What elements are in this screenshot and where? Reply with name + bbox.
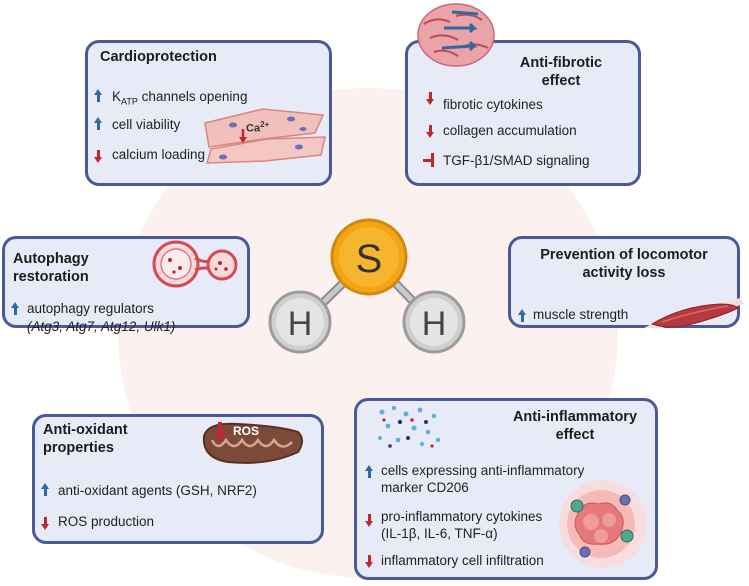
anti-inflammatory-title: Anti-inflammatory effect [510, 408, 640, 444]
hydrogen-label-right: H [422, 305, 447, 343]
up-arrow-icon [41, 483, 49, 496]
inflammatory-infiltration-item: inflammatory cell infiltration [381, 553, 544, 568]
up-arrow-icon [518, 309, 526, 322]
autophagy-title: Autophagy restoration [13, 250, 89, 286]
up-arrow-icon [365, 465, 373, 478]
mitochondrion-icon [202, 422, 303, 464]
locomotor-title: Prevention of locomotor activity loss [510, 246, 738, 282]
katp-channels-item: KATP channels opening [112, 88, 247, 111]
cytokines-line2: (IL-1β, IL-6, TNF-α) [381, 526, 498, 541]
calcium-text: Ca [246, 122, 261, 135]
muscle-strength-item: muscle strength [533, 307, 629, 322]
cytokines-dots-icon [378, 405, 441, 448]
fibrotic-cytokines-item: fibrotic cytokines [443, 97, 543, 112]
hydrogen-label-left: H [288, 305, 313, 343]
katp-rest: channels opening [137, 89, 248, 104]
cardioprotection-title: Cardioprotection [100, 49, 217, 65]
anti-inflammatory-title-line2: effect [555, 427, 595, 443]
autophagy-panel [2, 236, 250, 328]
cd206-line1: cells expressing anti-inflammatory [381, 463, 585, 478]
inhibition-icon [423, 153, 435, 167]
cd206-line2: marker CD206 [381, 480, 469, 495]
autophagy-title-line1: Autophagy [13, 251, 89, 267]
katp-k: K [112, 89, 122, 104]
ros-production-item: ROS production [58, 514, 155, 529]
anti-fibrotic-title: Anti-fibrotic effect [516, 54, 606, 90]
inflammatory-cells-icon [559, 480, 647, 568]
calcium-label: Ca2+ [246, 120, 269, 135]
locomotor-title-line1: Prevention of locomotor [540, 247, 708, 263]
muscle-icon [644, 298, 744, 328]
pro-inflammatory-cytokines-item: pro-inflammatory cytokines (IL-1β, IL-6,… [381, 508, 542, 542]
down-arrow-icon [365, 555, 373, 568]
sulfur-label: S [356, 237, 383, 281]
down-arrow-icon [365, 514, 373, 527]
tgf-signaling-item: TGF-β1/SMAD signaling [443, 153, 590, 168]
down-arrow-icon [94, 150, 102, 163]
autophagy-regulators-item: autophagy regulators [27, 301, 154, 316]
katp-sub: ATP [121, 96, 138, 107]
anti-fibrotic-title-line1: Anti-fibrotic [519, 55, 603, 71]
down-arrow-icon [426, 92, 434, 105]
anti-oxidant-title-line1: Anti-oxidant [43, 422, 128, 438]
collagen-accumulation-item: collagen accumulation [443, 123, 577, 138]
anti-oxidant-title-line2: properties [43, 440, 114, 456]
up-arrow-icon [94, 117, 102, 130]
cell-viability-item: cell viability [112, 117, 181, 132]
cytokines-line1: pro-inflammatory cytokines [381, 509, 543, 524]
cardiomyocyte-icon [204, 108, 326, 164]
anti-inflammatory-title-line1: Anti-inflammatory [512, 409, 638, 425]
h2s-molecule: S H H [268, 218, 466, 354]
anti-fibrotic-title-line2: effect [541, 73, 581, 89]
up-arrow-icon [94, 89, 102, 102]
down-arrow-icon [426, 125, 434, 138]
down-arrow-icon [41, 517, 49, 530]
calcium-charge: 2+ [260, 120, 270, 129]
anti-oxidant-title: Anti-oxidant properties [43, 421, 128, 457]
up-arrow-icon [11, 302, 19, 315]
cd206-cells-item: cells expressing anti-inflammatory marke… [381, 462, 584, 496]
autophagy-genes-item: (Atg3, Atg7, Atg12, Ulk1) [27, 319, 176, 334]
fibrotic-tissue-icon [417, 3, 495, 67]
calcium-loading-item: calcium loading [112, 147, 206, 162]
ros-label: ROS [233, 424, 260, 438]
locomotor-title-line2: activity loss [582, 265, 666, 281]
autophagosome-icon [152, 240, 238, 288]
anti-oxidant-agents-item: anti-oxidant agents (GSH, NRF2) [58, 483, 257, 498]
autophagy-title-line2: restoration [13, 269, 89, 285]
